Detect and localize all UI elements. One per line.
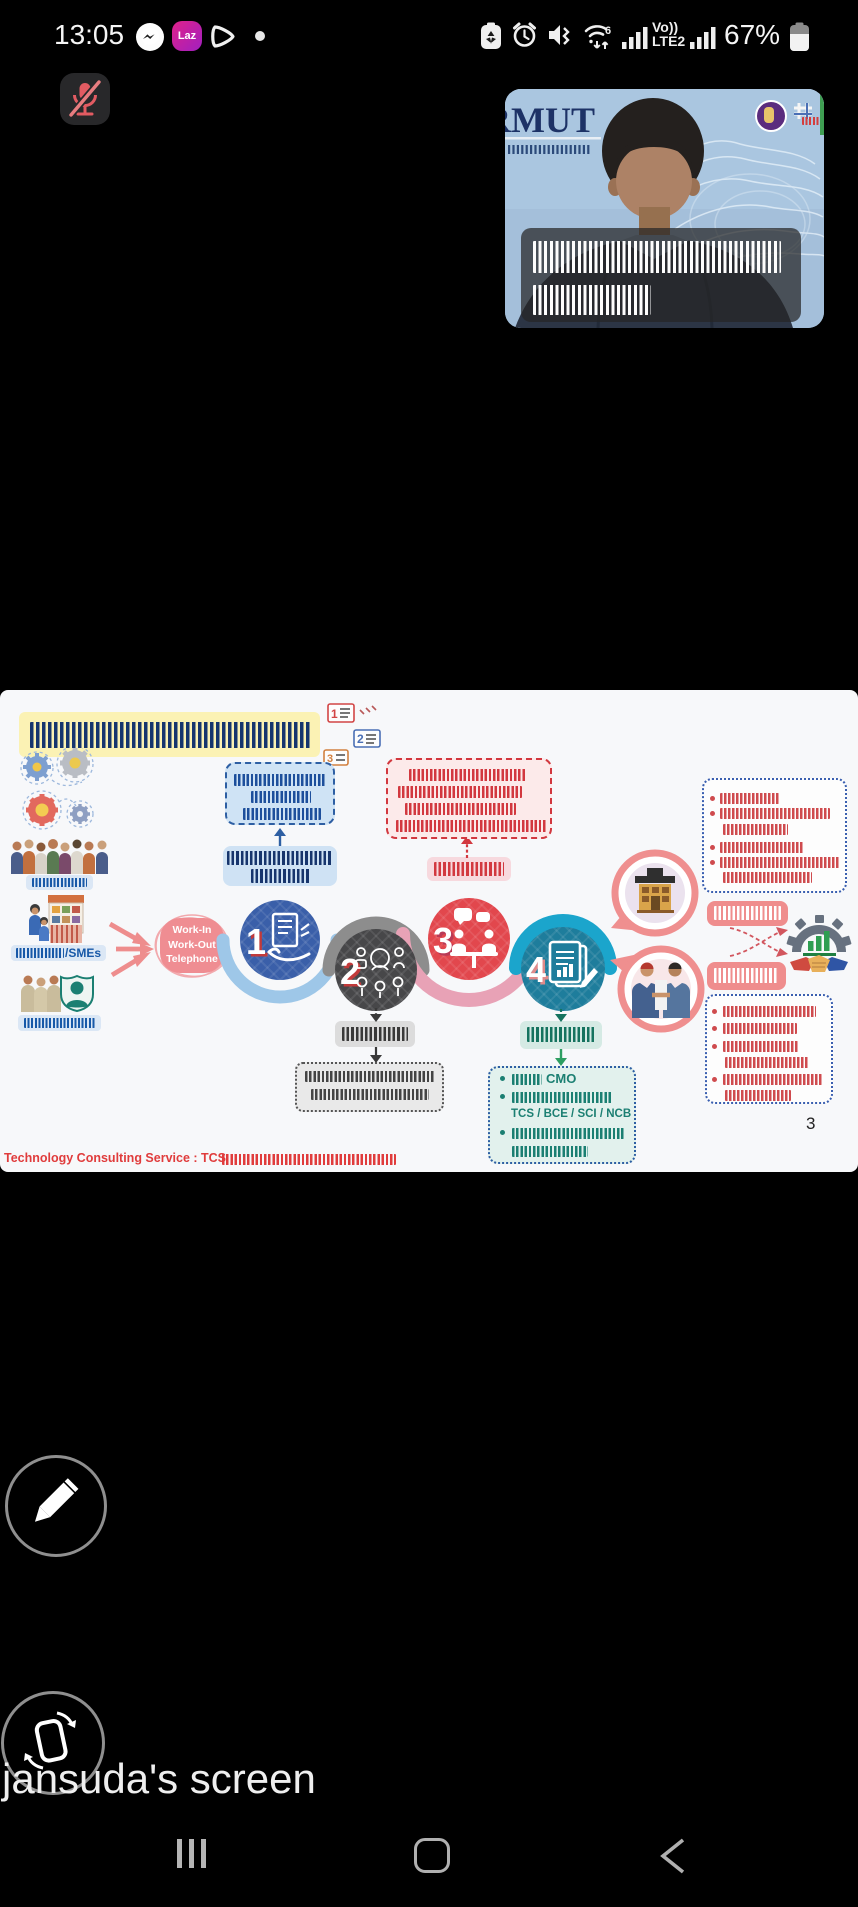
svg-text:1: 1 xyxy=(331,707,338,721)
svg-text:RMUT: RMUT xyxy=(505,100,595,140)
svg-text:3: 3 xyxy=(327,753,333,765)
svg-text:6: 6 xyxy=(605,25,611,37)
svg-text:2: 2 xyxy=(357,732,364,746)
